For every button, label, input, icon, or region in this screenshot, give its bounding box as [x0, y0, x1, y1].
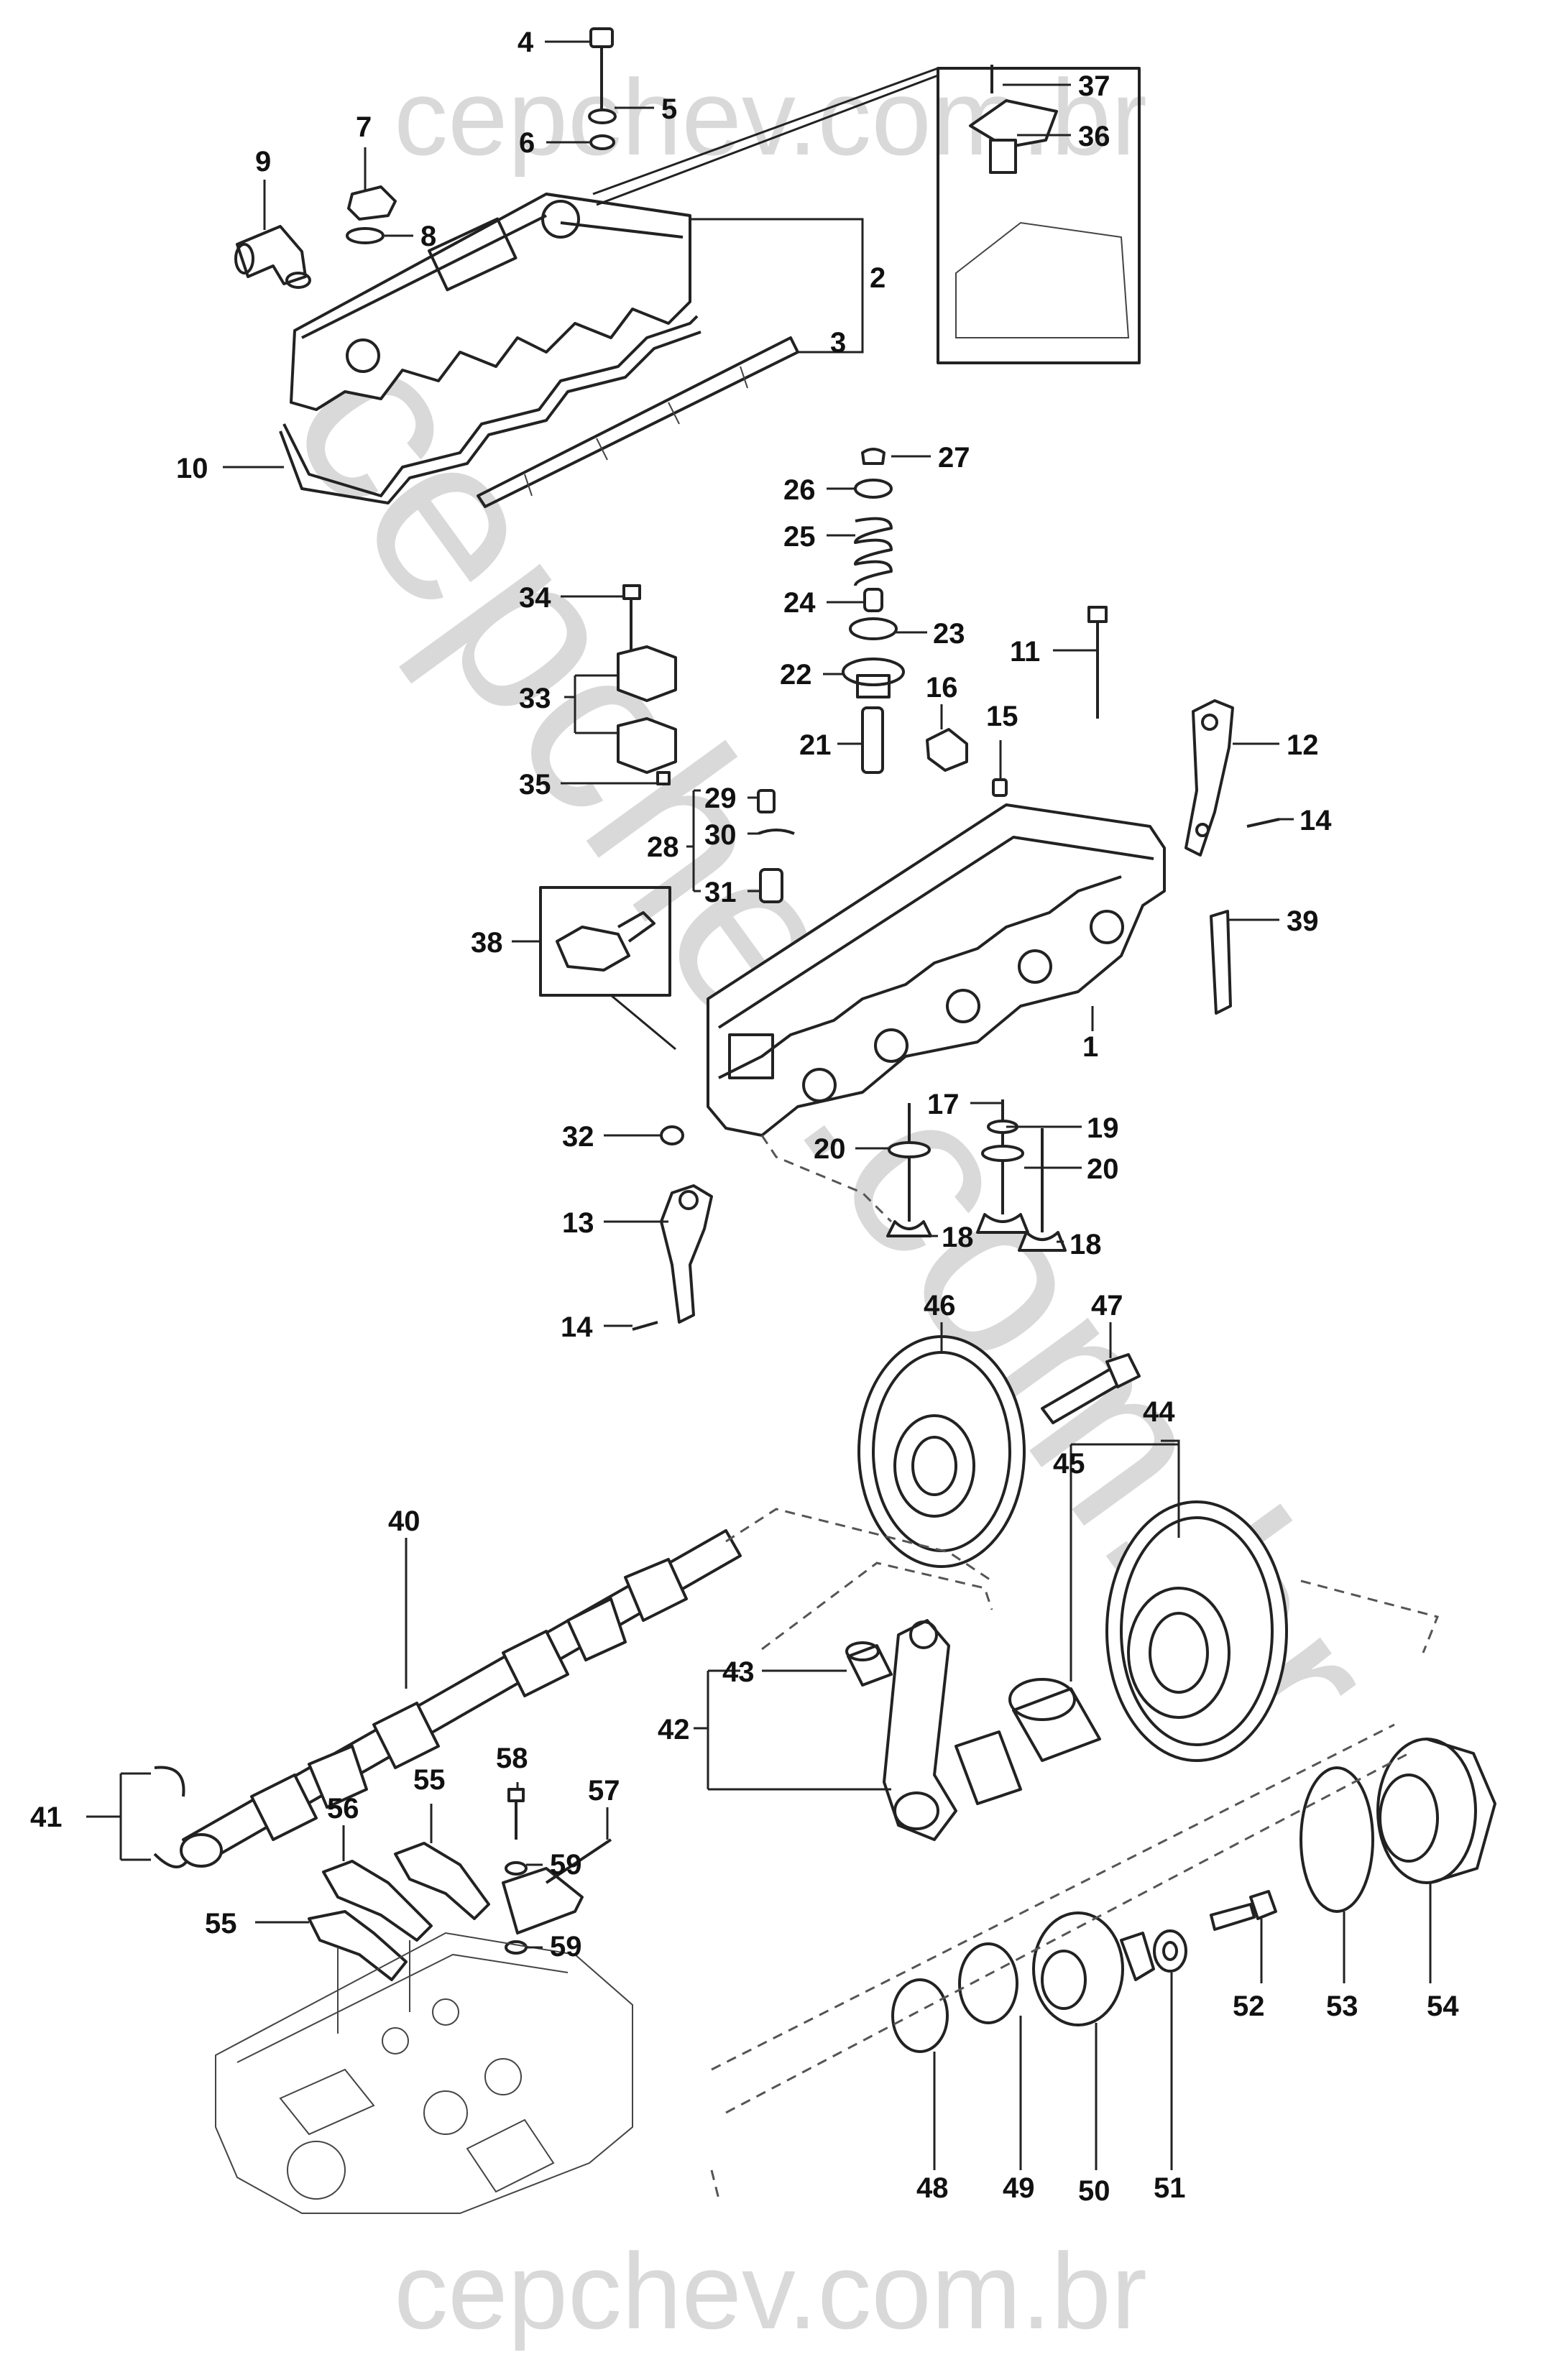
- callout-42: 42: [658, 1714, 690, 1745]
- callout-labels: 1 2 3 4 5 6 7 8 9 10 11 12 13 14 14 15 1…: [30, 27, 1459, 2207]
- watermark-bottom: cepchev.com.br: [394, 2231, 1147, 2351]
- callout-50: 50: [1078, 2175, 1110, 2207]
- callout-10: 10: [176, 453, 208, 484]
- callout-47: 47: [1091, 1290, 1123, 1322]
- callout-52: 52: [1233, 1991, 1265, 2022]
- callout-48: 48: [916, 2172, 949, 2204]
- cylinder-head-group: [632, 803, 1166, 1331]
- callout-27: 27: [938, 442, 970, 474]
- callout-1: 1: [1082, 1031, 1098, 1063]
- valve-cover-group: [234, 27, 1141, 508]
- callout-46: 46: [924, 1290, 956, 1322]
- callout-26: 26: [783, 474, 816, 506]
- callout-34: 34: [519, 582, 551, 614]
- callout-25: 25: [783, 521, 816, 553]
- gear-train-group: [710, 1335, 1440, 2200]
- callout-59b: 59: [550, 1931, 582, 1962]
- callout-21: 21: [799, 729, 832, 761]
- valve-train-group: [539, 448, 1280, 1051]
- callout-6: 6: [519, 127, 535, 159]
- callout-19: 19: [1087, 1112, 1119, 1144]
- callout-16: 16: [926, 672, 958, 704]
- callout-40: 40: [388, 1505, 420, 1537]
- callout-29: 29: [704, 783, 737, 814]
- callout-20b: 20: [1087, 1153, 1119, 1185]
- callout-36: 36: [1078, 121, 1110, 152]
- callout-38: 38: [471, 927, 503, 959]
- callout-54: 54: [1427, 1991, 1459, 2022]
- callout-30: 30: [704, 819, 737, 851]
- callout-4: 4: [518, 27, 534, 58]
- callout-14b: 14: [561, 1311, 593, 1343]
- callout-33: 33: [519, 683, 551, 714]
- callout-3: 3: [830, 327, 846, 359]
- callout-28: 28: [647, 831, 679, 863]
- callout-17: 17: [927, 1089, 960, 1120]
- callout-49: 49: [1003, 2172, 1035, 2204]
- callout-11: 11: [1010, 636, 1040, 668]
- callout-44: 44: [1143, 1396, 1175, 1428]
- callout-8: 8: [420, 221, 436, 252]
- callout-43: 43: [722, 1656, 755, 1688]
- callout-55a: 55: [413, 1764, 446, 1796]
- callout-35: 35: [519, 769, 551, 801]
- callout-24: 24: [783, 587, 816, 619]
- callout-12: 12: [1287, 729, 1319, 761]
- callout-20a: 20: [814, 1133, 846, 1165]
- callout-37: 37: [1078, 70, 1110, 102]
- callout-23: 23: [933, 618, 965, 650]
- callout-56: 56: [327, 1793, 359, 1825]
- callout-9: 9: [255, 146, 271, 177]
- callout-31: 31: [704, 877, 737, 908]
- callout-7: 7: [356, 111, 372, 143]
- callout-58: 58: [496, 1743, 528, 1774]
- callout-22: 22: [780, 659, 812, 691]
- callout-59a: 59: [550, 1849, 582, 1881]
- callout-45: 45: [1053, 1448, 1085, 1480]
- camshaft-group: [86, 1508, 993, 1868]
- callout-5: 5: [661, 93, 677, 125]
- callout-13: 13: [562, 1207, 594, 1239]
- callout-41: 41: [30, 1802, 63, 1833]
- leader-lines: [223, 40, 1432, 2170]
- callout-57: 57: [588, 1775, 620, 1807]
- callout-18b: 18: [1070, 1229, 1102, 1260]
- callout-14a: 14: [1300, 805, 1332, 836]
- callout-32: 32: [562, 1121, 594, 1153]
- callout-2: 2: [870, 262, 886, 294]
- callout-51: 51: [1154, 2172, 1186, 2204]
- callout-53: 53: [1326, 1991, 1358, 2022]
- pump-drive-group: [711, 1723, 1496, 2114]
- callout-15: 15: [986, 701, 1018, 732]
- callout-55b: 55: [205, 1908, 237, 1939]
- callout-39: 39: [1287, 905, 1319, 937]
- callout-18a: 18: [942, 1222, 974, 1253]
